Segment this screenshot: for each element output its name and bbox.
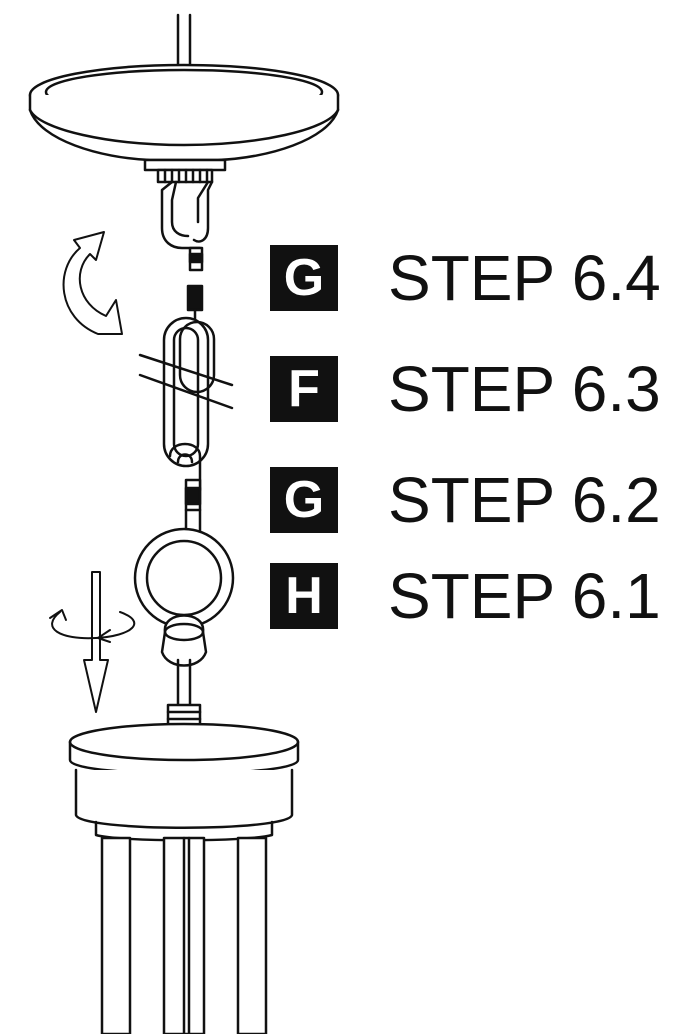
step-badge: G	[270, 245, 338, 311]
step-label: STEP 6.1	[388, 560, 661, 632]
rotate-arrow-icon	[62, 231, 123, 335]
fixture-cord	[176, 658, 192, 707]
lower-arrow-icon	[49, 571, 136, 713]
step-row-6-3: F STEP 6.3	[270, 354, 661, 424]
step-row-6-4: G STEP 6.4	[270, 243, 661, 313]
step-badge: F	[270, 356, 338, 422]
step-label: STEP 6.2	[388, 464, 661, 536]
step-badge: H	[270, 563, 338, 629]
step-row-6-1: H STEP 6.1	[270, 561, 661, 631]
chain	[160, 180, 216, 555]
step-label: STEP 6.3	[388, 353, 661, 425]
step-row-6-2: G STEP 6.2	[270, 465, 661, 535]
chain-break-marks	[138, 353, 234, 410]
ceiling-canopy	[28, 63, 340, 184]
step-badge: G	[270, 467, 338, 533]
loop-ring	[133, 527, 235, 667]
step-label: STEP 6.4	[388, 242, 661, 314]
fixture-body	[68, 722, 300, 1034]
